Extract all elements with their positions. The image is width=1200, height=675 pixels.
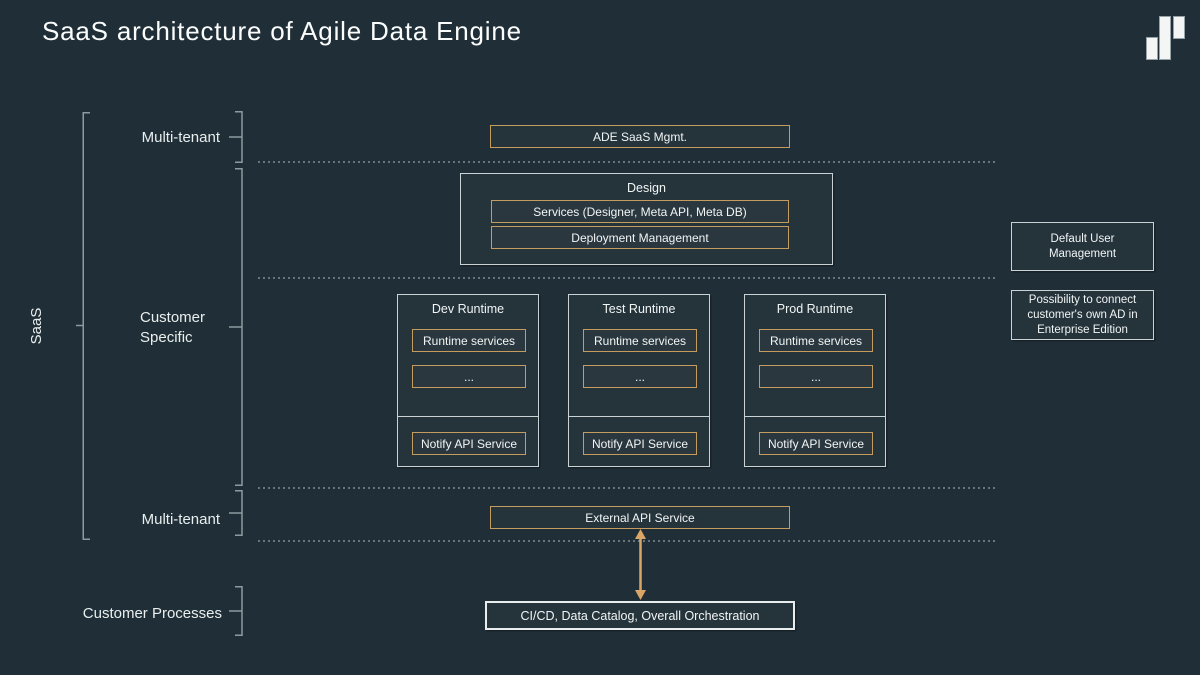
runtime-divider	[397, 416, 539, 417]
dotted-separator	[258, 540, 995, 542]
saas-bracket	[76, 112, 90, 540]
runtime-divider	[568, 416, 710, 417]
note-enterprise-ad-connect: Possibility to connect customer's own AD…	[1011, 290, 1154, 340]
box-runtime-services: Runtime services	[583, 329, 697, 352]
box-runtime-more: ...	[412, 365, 526, 388]
dotted-separator	[258, 277, 995, 279]
group-dev-runtime: Dev Runtime Runtime services ... Notify …	[397, 294, 539, 467]
note-default-user-management: Default User Management	[1011, 222, 1154, 271]
group-design: Design Services (Designer, Meta API, Met…	[460, 173, 833, 265]
dotted-separator	[258, 161, 995, 163]
box-runtime-more: ...	[583, 365, 697, 388]
logo-bar-icon	[1159, 16, 1171, 60]
box-notify-api-service: Notify API Service	[759, 432, 873, 455]
group-test-runtime: Test Runtime Runtime services ... Notify…	[568, 294, 710, 467]
box-design-services: Services (Designer, Meta API, Meta DB)	[491, 200, 789, 223]
bidirectional-arrow-icon	[635, 529, 646, 600]
box-notify-api-service: Notify API Service	[583, 432, 697, 455]
design-title: Design	[627, 181, 666, 195]
runtime-divider	[744, 416, 886, 417]
bracket-customer-specific	[229, 168, 243, 486]
runtime-title: Test Runtime	[602, 302, 676, 316]
label-saas: SaaS	[28, 307, 45, 345]
page-title: SaaS architecture of Agile Data Engine	[42, 16, 522, 46]
label-customer-specific: Customer Specific	[140, 309, 206, 346]
box-external-api-service: External API Service	[490, 506, 790, 529]
box-ade-saas-mgmt: ADE SaaS Mgmt.	[490, 125, 790, 148]
box-deployment-management: Deployment Management	[491, 226, 789, 249]
bracket-multi-tenant-bottom	[229, 490, 243, 536]
runtime-title: Dev Runtime	[431, 302, 505, 316]
box-runtime-more: ...	[759, 365, 873, 388]
label-multi-tenant-bottom: Multi-tenant	[141, 511, 220, 528]
box-runtime-services: Runtime services	[759, 329, 873, 352]
box-notify-api-service: Notify API Service	[412, 432, 526, 455]
group-prod-runtime: Prod Runtime Runtime services ... Notify…	[744, 294, 886, 467]
box-customer-processes: CI/CD, Data Catalog, Overall Orchestrati…	[485, 601, 795, 630]
dotted-separator	[258, 487, 995, 489]
label-customer-processes: Customer Processes	[82, 605, 222, 622]
label-multi-tenant-top: Multi-tenant	[141, 129, 220, 146]
logo-bar-icon	[1173, 16, 1185, 39]
box-runtime-services: Runtime services	[412, 329, 526, 352]
bracket-customer-processes	[229, 586, 243, 636]
agile-data-engine-logo	[1146, 16, 1186, 62]
logo-bar-icon	[1146, 37, 1158, 60]
bracket-multi-tenant-top	[229, 111, 243, 163]
runtime-title: Prod Runtime	[776, 302, 854, 316]
